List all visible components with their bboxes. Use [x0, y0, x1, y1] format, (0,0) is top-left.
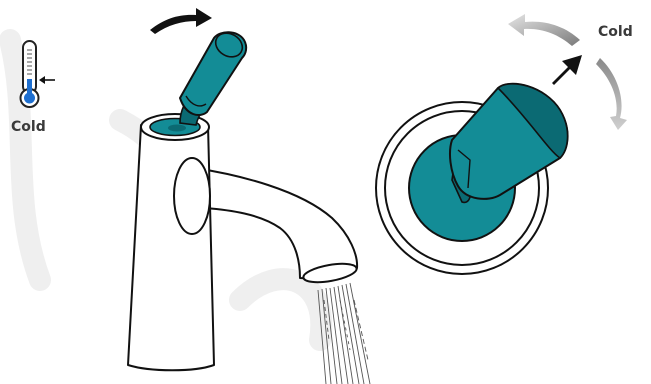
- thermometer-icon: [21, 41, 39, 107]
- curved-arrow-icon: [150, 8, 212, 34]
- lever-handle-icon: [180, 28, 247, 125]
- faucet: [128, 114, 370, 384]
- temperature-label-left: Cold: [11, 119, 46, 135]
- temperature-label-right: Cold: [598, 24, 633, 40]
- pointer-arrow-icon: [39, 76, 55, 84]
